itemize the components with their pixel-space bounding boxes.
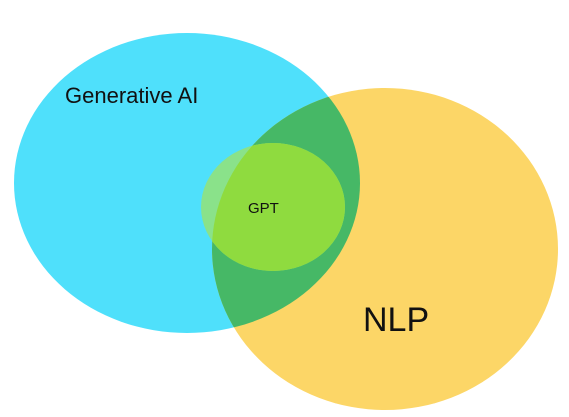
gpt-core-region	[212, 143, 345, 271]
gpt-label: GPT	[248, 200, 279, 217]
generative-ai-label: Generative AI	[65, 83, 198, 108]
nlp-label: NLP	[363, 301, 429, 339]
